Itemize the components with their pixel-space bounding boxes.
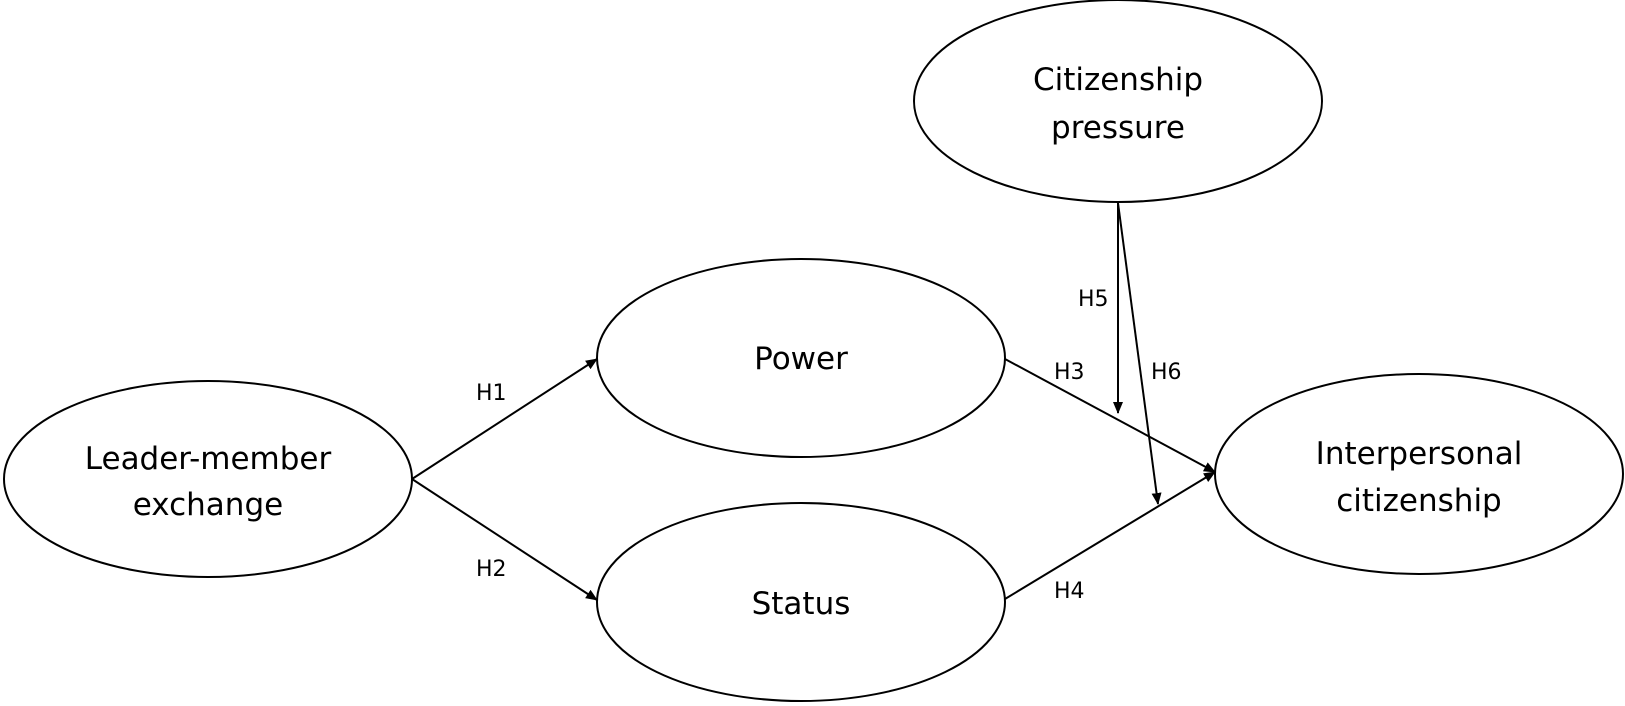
- edge-h1-label: H1: [476, 381, 507, 406]
- node-leader-member-exchange: Leader-member exchange: [3, 380, 413, 578]
- node-citizenship-pressure-label-line1: Citizenship: [1033, 62, 1203, 98]
- node-power: Power: [596, 258, 1006, 458]
- node-leader-member-exchange-label-line2: exchange: [133, 487, 283, 523]
- edge-h2-arrow: [411, 478, 598, 601]
- node-leader-member-exchange-label-line1: Leader-member: [85, 441, 332, 477]
- node-power-ellipse: [596, 258, 1006, 458]
- edge-h6-label: H6: [1151, 360, 1182, 385]
- node-citizenship-pressure-label-line2: pressure: [1051, 110, 1185, 146]
- edge-h1-arrow: [411, 358, 598, 480]
- edge-h4-arrow: [1004, 471, 1216, 600]
- edge-h3-arrow: [1004, 358, 1216, 473]
- edge-h2-label: H2: [476, 557, 507, 582]
- node-interpersonal-citizenship-label-line2: citizenship: [1336, 483, 1502, 519]
- edge-h4-label: H4: [1054, 579, 1085, 604]
- node-interpersonal-citizenship-ellipse: [1214, 373, 1624, 575]
- edge-h3-label: H3: [1054, 360, 1085, 385]
- node-citizenship-pressure: Citizenship pressure: [913, 0, 1323, 203]
- node-leader-member-exchange-ellipse: [3, 380, 413, 578]
- edge-h5-label: H5: [1078, 287, 1109, 312]
- node-status-ellipse: [596, 502, 1006, 702]
- node-interpersonal-citizenship: Interpersonal citizenship: [1214, 373, 1624, 575]
- node-citizenship-pressure-ellipse: [913, 0, 1323, 203]
- node-status-label: Status: [752, 586, 851, 622]
- node-status: Status: [596, 502, 1006, 702]
- node-power-label: Power: [754, 341, 848, 377]
- edge-h6-arrow: [1117, 202, 1162, 505]
- node-interpersonal-citizenship-label-line1: Interpersonal: [1316, 436, 1523, 472]
